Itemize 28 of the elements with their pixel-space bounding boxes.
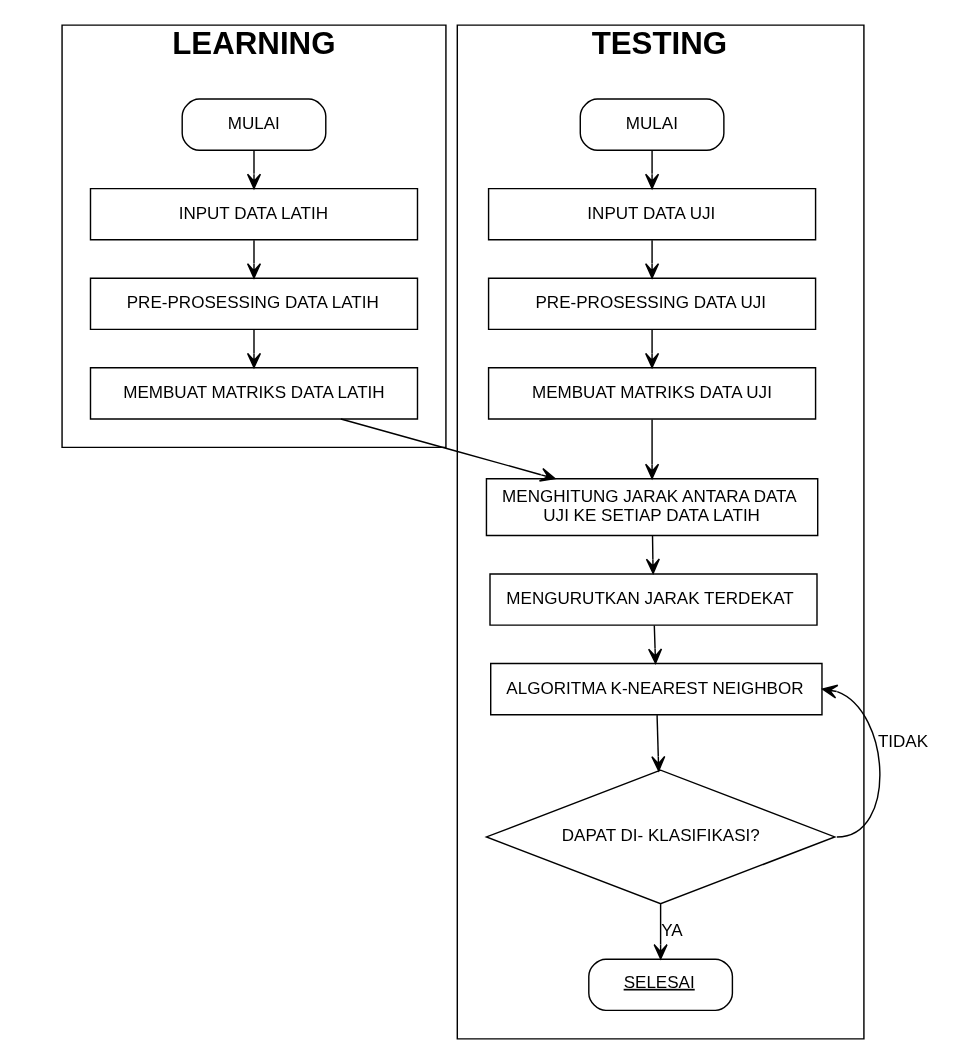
node-box: INPUT DATA LATIH	[89, 187, 418, 241]
arrow	[644, 150, 659, 190]
node-box: MULAI	[579, 98, 725, 151]
edge-label: TIDAK	[877, 731, 928, 751]
arrow	[650, 714, 665, 772]
node-box: INPUT DATA UJI	[487, 187, 816, 241]
arrow	[647, 624, 662, 664]
node-box: SELESAI	[587, 958, 733, 1012]
node-box: MEMBUAT MATRIKS DATA LATIH	[89, 367, 418, 420]
node-box: PRE-PROSESSING DATA UJI	[487, 277, 816, 331]
arrow	[339, 418, 556, 482]
node-box: MENGHITUNG JARAK ANTARA DATA UJI KE SETIAP DATA LATIH	[485, 478, 818, 537]
arrow	[246, 150, 261, 190]
arrow	[246, 329, 261, 369]
node-box: MENGURUTKAN JARAK TERDEKAT	[488, 573, 818, 626]
arrow	[653, 903, 668, 960]
arrow	[644, 239, 659, 279]
node-box: ALGORITMA K-NEAREST NEIGHBOR	[489, 662, 823, 716]
arrow	[644, 418, 659, 480]
node-diamond: DAPAT DI- KLASIFIKASI?	[483, 769, 837, 905]
node-box: PRE-PROSESSING DATA LATIH	[89, 277, 418, 331]
arrow	[644, 329, 659, 369]
node-box: MEMBUAT MATRIKS DATA UJI	[487, 367, 816, 420]
arrow	[821, 684, 881, 838]
arrow	[246, 239, 261, 279]
edge-label: YA	[660, 920, 683, 940]
node-box: MULAI	[181, 98, 326, 151]
arrow	[645, 535, 660, 575]
